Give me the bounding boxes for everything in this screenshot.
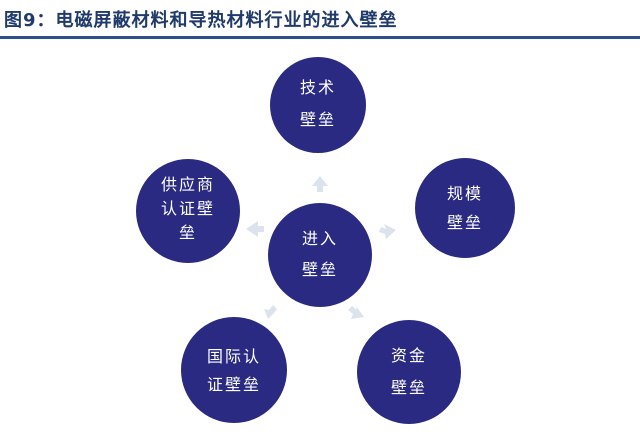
arrow-to-supplier-cert bbox=[246, 221, 264, 237]
node-line: 认证壁 bbox=[161, 199, 215, 218]
node-line: 垒 bbox=[179, 223, 197, 242]
node-circle bbox=[136, 159, 240, 263]
node-line: 壁垒 bbox=[447, 213, 483, 232]
node-line: 证壁垒 bbox=[207, 375, 261, 394]
node-line: 资金 bbox=[391, 346, 427, 365]
arrow-to-intl-cert bbox=[264, 305, 280, 319]
node-line: 国际认 bbox=[207, 347, 261, 366]
node-line: 规模 bbox=[447, 184, 483, 203]
node-line: 供应商 bbox=[161, 175, 215, 194]
node-line: 技术 bbox=[300, 78, 336, 97]
node-line: 壁垒 bbox=[300, 110, 336, 129]
arrow-to-capital bbox=[348, 306, 364, 319]
node-line: 进入 bbox=[302, 229, 338, 248]
node-entry-barrier-center: 进入 壁垒 bbox=[268, 203, 372, 307]
node-circle bbox=[181, 317, 287, 423]
arrows bbox=[246, 176, 396, 319]
node-line: 壁垒 bbox=[302, 260, 338, 279]
title-underline bbox=[0, 36, 640, 39]
node-line: 壁垒 bbox=[391, 378, 427, 397]
node-circle bbox=[270, 57, 366, 153]
node-supplier-cert-barrier: 供应商 认证壁 垒 bbox=[136, 159, 240, 263]
node-tech-barrier: 技术 壁垒 bbox=[270, 57, 366, 153]
figure-title: 图9：电磁屏蔽材料和导热材料行业的进入壁垒 bbox=[4, 10, 398, 31]
node-scale-barrier: 规模 壁垒 bbox=[415, 158, 515, 258]
figure-header: 图9：电磁屏蔽材料和导热材料行业的进入壁垒 bbox=[0, 0, 640, 40]
node-circle bbox=[415, 158, 515, 258]
entry-barriers-diagram: 技术 壁垒 规模 壁垒 资金 壁垒 国际认 证壁垒 供应商 认证壁 垒 进入 壁… bbox=[136, 57, 515, 424]
node-capital-barrier: 资金 壁垒 bbox=[357, 320, 461, 424]
arrow-to-scale bbox=[379, 224, 396, 239]
node-circle bbox=[268, 203, 372, 307]
node-intl-cert-barrier: 国际认 证壁垒 bbox=[181, 317, 287, 423]
node-circle bbox=[357, 320, 461, 424]
arrow-to-tech bbox=[312, 176, 328, 192]
